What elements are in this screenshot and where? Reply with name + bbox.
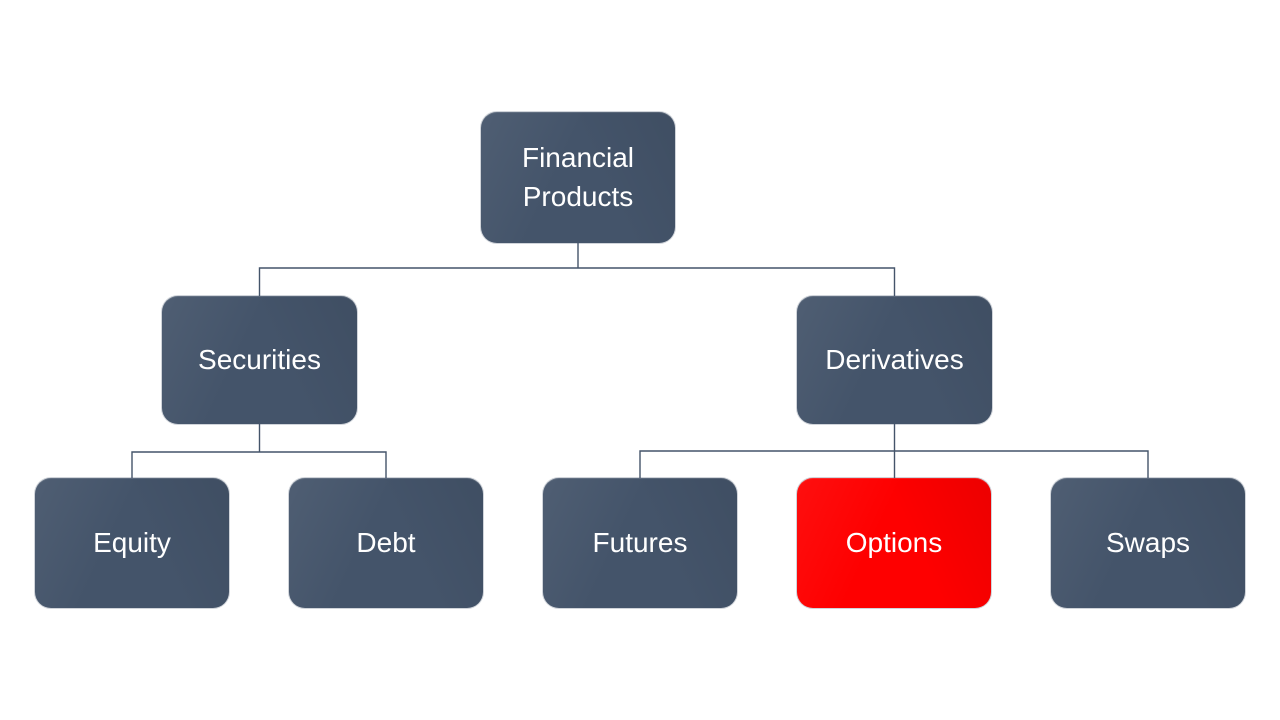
node-securities-label: Securities (198, 343, 321, 375)
node-derivatives-label: Derivatives (825, 343, 964, 375)
connector-root-children (258, 267, 896, 296)
node-equity-label: Equity (93, 526, 171, 558)
node-equity[interactable]: Equity (35, 478, 229, 608)
node-options-label: Options (845, 526, 943, 558)
node-futures[interactable]: Futures (543, 478, 737, 608)
connector-securities-children (131, 451, 387, 478)
node-swaps-label: Swaps (1105, 526, 1191, 558)
node-financial-products[interactable]: Financial Products (481, 112, 675, 243)
node-debt[interactable]: Debt (289, 478, 483, 608)
node-financial-products-label: Financial Products (521, 141, 635, 212)
node-futures-label: Futures (592, 526, 688, 558)
node-debt-label: Debt (356, 526, 416, 558)
node-securities[interactable]: Securities (162, 296, 357, 424)
node-options[interactable]: Options (797, 478, 991, 608)
node-swaps[interactable]: Swaps (1051, 478, 1245, 608)
node-derivatives[interactable]: Derivatives (797, 296, 992, 424)
connector-derivatives-children (639, 450, 1149, 478)
